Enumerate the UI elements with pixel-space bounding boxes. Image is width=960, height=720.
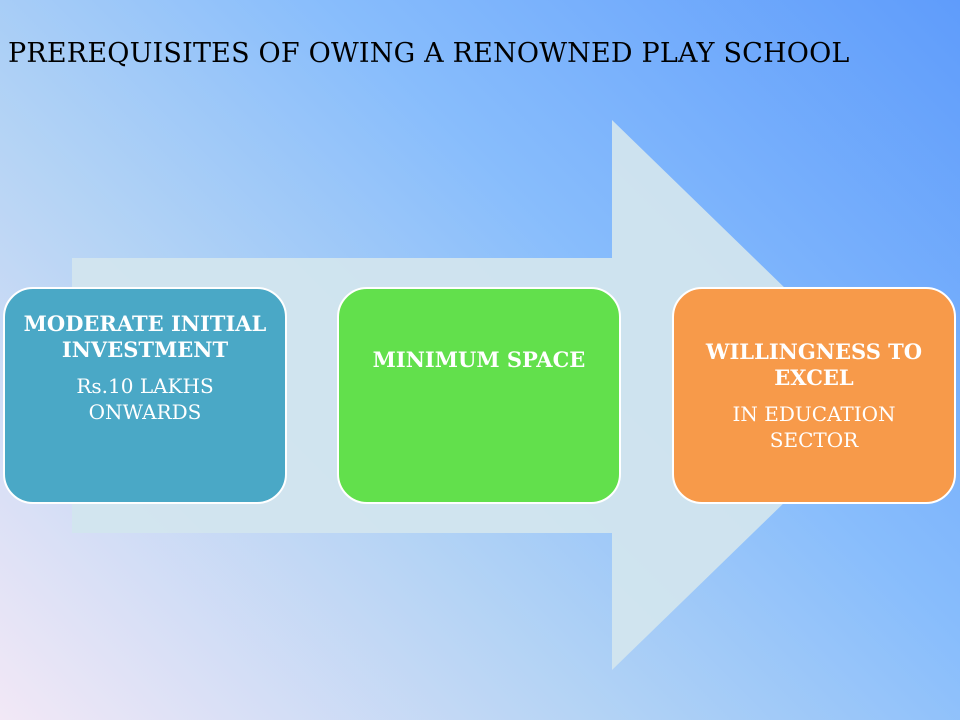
- step-heading: MODERATE INITIAL INVESTMENT: [23, 311, 267, 362]
- step-heading: MINIMUM SPACE: [372, 347, 586, 372]
- step-box-space: MINIMUM SPACE: [337, 287, 621, 504]
- step-detail: IN EDUCATION SECTOR: [732, 402, 896, 452]
- step-box-willingness: WILLINGNESS TO EXCEL IN EDUCATION SECTOR: [672, 287, 956, 504]
- step-heading: WILLINGNESS TO EXCEL: [705, 339, 923, 390]
- step-box-investment: MODERATE INITIAL INVESTMENT Rs.10 LAKHS …: [3, 287, 287, 504]
- step-detail: Rs.10 LAKHS ONWARDS: [76, 374, 214, 424]
- slide-title: PREREQUISITES OF OWING A RENOWNED PLAY S…: [8, 38, 850, 69]
